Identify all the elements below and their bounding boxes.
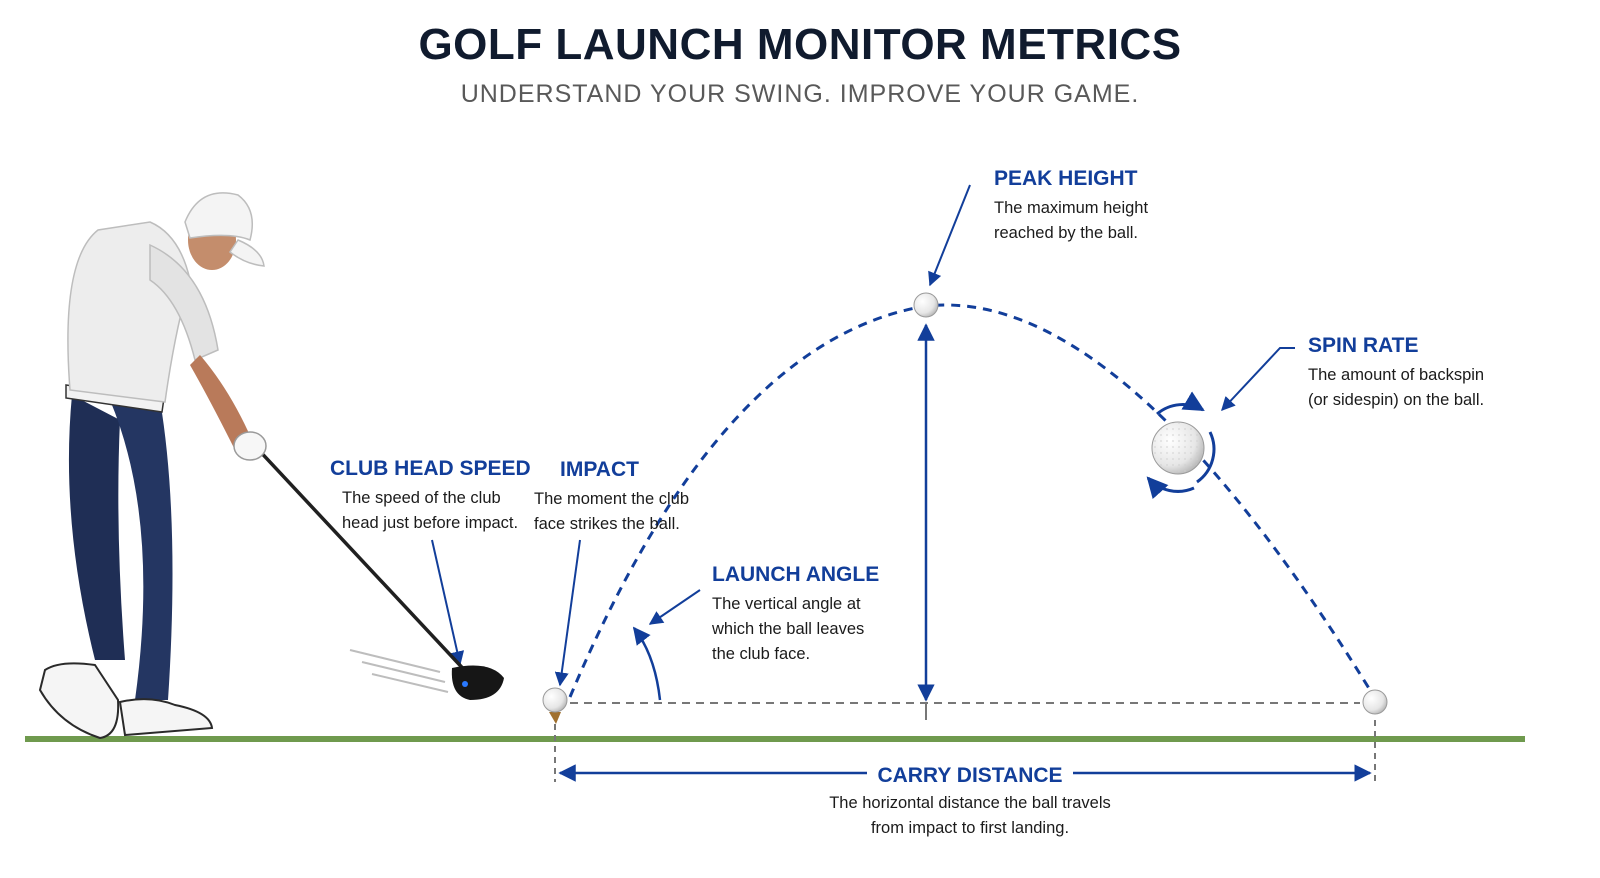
golf-ball-icon <box>542 687 568 713</box>
page-title: GOLF LAUNCH MONITOR METRICS <box>418 20 1182 69</box>
peak-height-title: PEAK HEIGHT <box>994 167 1138 190</box>
carry-distance-title: CARRY DISTANCE <box>867 763 1073 789</box>
page-subtitle: UNDERSTAND YOUR SWING. IMPROVE YOUR GAME… <box>460 80 1140 108</box>
peak-height-desc-line2: reached by the ball. <box>994 224 1139 242</box>
spin-rate-desc-line1: The amount of backspin <box>1308 366 1485 384</box>
peak-height-desc-line1: The maximum height <box>994 199 1149 217</box>
impact-desc-line1: The moment the club <box>534 490 689 508</box>
peak-height-pointer <box>928 184 971 287</box>
spin-arrows-icon <box>1146 391 1216 500</box>
carry-distance-desc: The horizontal distance the ball travels… <box>760 791 1180 841</box>
club-head-speed-desc: The speed of the club head just before i… <box>330 486 520 536</box>
club-head-speed-label: CLUB HEAD SPEED The speed of the club he… <box>330 456 531 536</box>
peak-height-label: PEAK HEIGHT The maximum height reached b… <box>994 166 1194 246</box>
launch-angle-desc-line3: the club face. <box>712 645 811 663</box>
impact-desc-line2: face strikes the ball. <box>534 515 680 533</box>
spin-rate-pointer <box>1221 347 1295 412</box>
carry-distance-desc-line2: from impact to first landing. <box>870 819 1070 837</box>
spin-rate-desc: The amount of backspin (or sidespin) on … <box>1308 363 1548 413</box>
golf-ball-icon <box>1362 689 1388 715</box>
launch-angle-pointer <box>648 589 701 625</box>
peak-height-desc: The maximum height reached by the ball. <box>994 196 1194 246</box>
carry-distance-label: CARRY DISTANCE The horizontal distance t… <box>760 763 1180 841</box>
launch-angle-desc: The vertical angle at which the ball lea… <box>712 592 912 667</box>
spin-rate-desc-line2: (or sidespin) on the ball. <box>1308 391 1485 409</box>
carry-distance-desc-line1: The horizontal distance the ball travels <box>829 794 1111 812</box>
club-head-speed-title: CLUB HEAD SPEED <box>330 457 531 480</box>
spin-rate-label: SPIN RATE The amount of backspin (or sid… <box>1308 333 1548 413</box>
club-speed-pointer <box>431 539 465 666</box>
impact-title: IMPACT <box>560 458 639 481</box>
launch-angle-desc-line2: which the ball leaves <box>712 620 865 638</box>
tee-icon <box>549 712 561 724</box>
launch-angle-label: LAUNCH ANGLE The vertical angle at which… <box>712 562 912 667</box>
spin-rate-title: SPIN RATE <box>1308 334 1419 357</box>
ground-line <box>25 736 1525 742</box>
header: GOLF LAUNCH MONITOR METRICS UNDERSTAND Y… <box>0 16 1600 110</box>
impact-label: IMPACT The moment the club face strikes … <box>534 457 694 537</box>
club-head-speed-desc-line2: head just before impact. <box>342 514 519 532</box>
club-head-speed-desc-line1: The speed of the club <box>342 489 501 507</box>
launch-angle-title: LAUNCH ANGLE <box>712 563 880 586</box>
impact-pointer <box>554 539 581 687</box>
spin-ball-icon <box>1151 421 1205 475</box>
launch-angle-arc <box>632 626 662 701</box>
golfer-illustration <box>38 192 504 740</box>
impact-desc: The moment the club face strikes the bal… <box>534 487 694 537</box>
launch-angle-desc-line1: The vertical angle at <box>712 595 861 613</box>
golf-ball-icon <box>913 292 939 318</box>
